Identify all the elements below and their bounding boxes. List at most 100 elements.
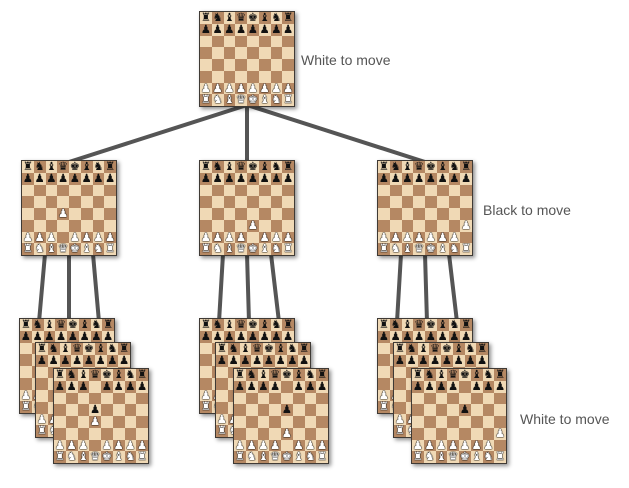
- white-pawn-icon: ♟: [216, 413, 227, 426]
- square: ♜: [200, 161, 212, 173]
- square: [112, 392, 125, 405]
- square: ♟: [494, 427, 506, 440]
- square: [33, 184, 46, 197]
- black-pawn-icon: ♟: [228, 354, 239, 367]
- square: ♚: [69, 243, 81, 255]
- square: [234, 404, 246, 416]
- square: ♜: [316, 369, 328, 381]
- black-pawn-icon: ♟: [259, 23, 270, 36]
- white-pawn-icon: ♟: [402, 231, 413, 244]
- black-rook-icon: ♜: [137, 369, 148, 381]
- white-pawn-icon: ♟: [93, 231, 104, 244]
- white-rook-icon: ♜: [317, 451, 328, 463]
- square: [235, 70, 247, 83]
- square: ♞: [211, 12, 224, 24]
- black-king-icon: ♚: [425, 161, 436, 173]
- square: ♝: [292, 451, 305, 463]
- black-rook-icon: ♜: [216, 343, 227, 355]
- square: [54, 404, 66, 416]
- white-knight-icon: ♞: [449, 243, 460, 255]
- square: ♟: [136, 380, 148, 393]
- white-pawn-icon: ♟: [236, 82, 247, 95]
- black-pawn-icon: ♟: [234, 380, 245, 393]
- square: ♟: [31, 330, 44, 343]
- black-knight-icon: ♞: [212, 319, 223, 331]
- white-knight-icon: ♞: [66, 451, 77, 463]
- square: [200, 196, 212, 208]
- square: [77, 392, 90, 405]
- square: [112, 427, 125, 440]
- black-pawn-icon: ♟: [449, 172, 460, 185]
- square: ♟: [281, 404, 293, 416]
- square: [234, 427, 246, 440]
- black-pawn-icon: ♟: [461, 172, 472, 185]
- square: ♜: [460, 319, 472, 331]
- square: [45, 208, 58, 220]
- square: ♟: [448, 231, 461, 244]
- black-queen-icon: ♛: [72, 343, 83, 355]
- square: ♟: [223, 330, 236, 343]
- square: [247, 231, 259, 244]
- white-queen-icon: ♛: [236, 94, 247, 106]
- square: ♞: [304, 369, 317, 381]
- square: ♛: [89, 451, 101, 463]
- square: ♟: [112, 439, 125, 452]
- square: ♟: [452, 354, 465, 367]
- square: [20, 342, 32, 355]
- square: [65, 416, 78, 428]
- square: ♟: [429, 354, 441, 367]
- black-pawn-icon: ♟: [216, 354, 227, 367]
- square: ♛: [251, 343, 263, 355]
- black-knight-icon: ♞: [34, 161, 45, 173]
- white-rook-icon: ♜: [54, 451, 65, 463]
- black-pawn-icon: ♟: [263, 354, 274, 367]
- square: ♟: [55, 330, 67, 343]
- root-turn-label: White to move: [301, 52, 391, 68]
- square: [470, 392, 483, 405]
- black-pawn-icon: ♟: [378, 172, 389, 185]
- black-bishop-icon: ♝: [259, 319, 270, 331]
- square: [223, 219, 236, 232]
- white-pawn-icon: ♟: [271, 82, 282, 95]
- square: [235, 59, 247, 71]
- black-pawn-icon: ♟: [60, 354, 71, 367]
- square: [124, 404, 137, 416]
- square: [211, 47, 224, 59]
- square: [223, 70, 236, 83]
- black-pawn-icon: ♟: [436, 380, 447, 393]
- square: ♜: [282, 243, 294, 255]
- black-rook-icon: ♜: [283, 161, 294, 173]
- square: [245, 392, 258, 405]
- black-bishop-icon: ♝: [402, 161, 413, 173]
- square: ♟: [482, 380, 495, 393]
- white-rook-icon: ♜: [378, 243, 389, 255]
- black-pawn-icon: ♟: [394, 354, 405, 367]
- white-pawn-icon: ♟: [437, 231, 448, 244]
- white-pawn-icon: ♟: [69, 231, 80, 244]
- square: ♝: [80, 243, 93, 255]
- black-bishop-icon: ♝: [275, 343, 286, 355]
- square: [412, 416, 424, 428]
- square: ♟: [92, 172, 105, 185]
- square: ♜: [118, 343, 130, 355]
- black-rook-icon: ♜: [22, 161, 33, 173]
- square: ♟: [104, 231, 116, 244]
- square: [447, 427, 459, 440]
- square: ♞: [211, 94, 224, 106]
- square: [247, 35, 259, 48]
- square: ♜: [54, 369, 66, 381]
- square: [258, 219, 271, 232]
- square: [69, 196, 81, 208]
- square: ♟: [292, 439, 305, 452]
- square: [494, 416, 506, 428]
- square: [57, 231, 69, 244]
- square: ♜: [316, 451, 328, 463]
- square: ♞: [65, 451, 78, 463]
- white-pawn-icon: ♟: [283, 82, 294, 95]
- square: ♟: [378, 330, 390, 343]
- black-pawn-icon: ♟: [449, 330, 460, 343]
- black-knight-icon: ♞: [483, 369, 494, 381]
- white-king-icon: ♚: [69, 243, 80, 255]
- black-knight-icon: ♞: [390, 319, 401, 331]
- black-knight-icon: ♞: [91, 319, 102, 331]
